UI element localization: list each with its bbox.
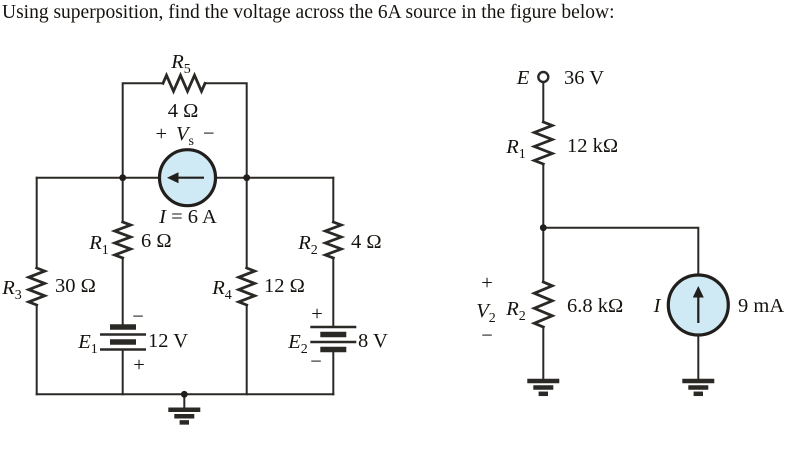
v2-label: V2 [476, 300, 496, 326]
problem-title: Using superposition, find the voltage ac… [2, 2, 615, 23]
r3-value: 30 Ω [55, 275, 96, 297]
r4-label: R4 [211, 277, 232, 303]
resistor-r4-symbol [234, 266, 259, 307]
r4-value: 12 Ω [264, 275, 305, 297]
r2-right-label: R2 [505, 298, 526, 324]
e1-top-sign: − [132, 306, 144, 328]
e1-bottom-sign: + [133, 354, 145, 376]
r2-left-label: R2 [297, 232, 318, 258]
current-source-6a-label: I = 6 A [158, 206, 217, 228]
current-source-9ma-value: 9 mA [738, 295, 784, 317]
r5-value: 4 Ω [168, 100, 199, 122]
v2-plus-sign: + [481, 272, 493, 294]
r1-right-label: R1 [505, 136, 526, 162]
current-arrow-head-left [167, 172, 179, 184]
current-source-9ma-name: I [653, 295, 662, 317]
vs-label: +Vs− [155, 123, 214, 149]
e2-bottom-sign: − [310, 351, 322, 373]
r2-right-value: 6.8 kΩ [567, 295, 623, 317]
wire-node-to-source [542, 226, 700, 277]
wire-top-loop-left [121, 82, 164, 179]
e2-top-sign: + [311, 303, 323, 325]
e2-value: 8 V [358, 330, 388, 352]
node-dot [243, 174, 251, 182]
resistor-r3-symbol [24, 266, 49, 307]
current-source-9ma-icon [666, 273, 730, 337]
node-dot [539, 224, 547, 232]
node-dot [180, 390, 188, 398]
supply-terminal-icon [537, 70, 550, 84]
ground-icon-r2 [527, 378, 560, 397]
resistor-r2-left-symbol [321, 220, 346, 260]
e1-value: 12 V [148, 330, 188, 352]
left-circuit: R5 4 Ω +Vs− I = 6 A R1 6 Ω R3 30 Ω R4 12… [1, 51, 388, 425]
wire-top-loop-right [204, 82, 248, 179]
resistor-r1-right-symbol [530, 120, 557, 166]
e1-label: E1 [77, 331, 98, 357]
e-label: E [516, 67, 530, 89]
battery-e2-icon [310, 325, 357, 353]
r1-right-value: 12 kΩ [567, 135, 618, 157]
r3-label: R3 [1, 277, 22, 303]
battery-e1-icon [100, 324, 146, 351]
resistor-r2-right-symbol [530, 280, 556, 329]
right-circuit: E 36 V R1 12 kΩ + V2 − R2 6.8 kΩ I 9 mA [476, 67, 784, 397]
e2-label: E2 [287, 331, 308, 357]
ground-icon-source [682, 378, 715, 397]
r1-value: 6 Ω [141, 230, 172, 252]
current-source-6a-icon [157, 148, 218, 208]
r2-left-value: 4 Ω [351, 231, 382, 253]
v2-minus-sign: − [481, 325, 493, 347]
resistor-r5-symbol [161, 71, 207, 95]
current-arrow-head-up [692, 286, 704, 298]
node-dot [119, 174, 127, 182]
ground-icon-left-circuit [168, 393, 201, 425]
r5-label: R5 [170, 51, 191, 77]
resistor-r1-symbol [110, 220, 135, 260]
e-value: 36 V [564, 67, 604, 89]
r1-label: R1 [88, 232, 109, 258]
